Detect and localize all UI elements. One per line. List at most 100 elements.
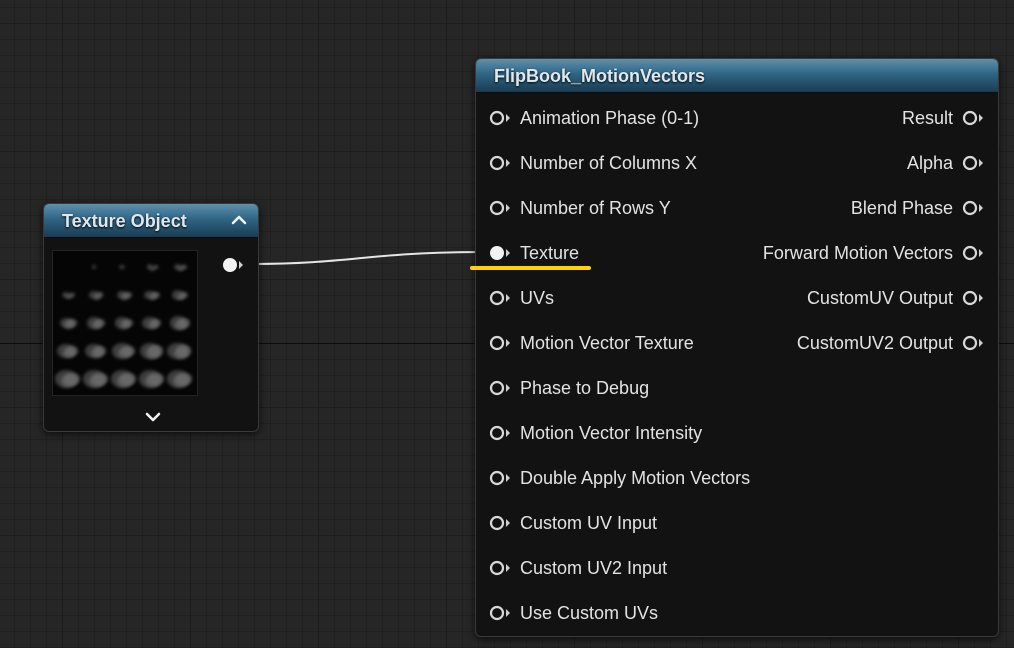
input-pin-row[interactable]: Double Apply Motion Vectors <box>489 463 789 493</box>
smoke-blob <box>96 292 104 298</box>
flipbook-frame <box>139 281 167 309</box>
smoke-blob <box>64 372 80 386</box>
output-pin-row[interactable]: Blend Phase <box>744 193 984 223</box>
texture-node-title: Texture Object <box>62 211 187 231</box>
smoke-blob <box>176 345 192 357</box>
smoke-blob <box>124 292 132 298</box>
smoke-blob <box>148 372 164 386</box>
input-pin-row[interactable]: Custom UV Input <box>489 508 789 538</box>
flipbook-node-header[interactable]: FlipBook_MotionVectors <box>476 59 998 93</box>
output-pin-label: Blend Phase <box>850 198 953 218</box>
input-pin-row[interactable]: Animation Phase (0-1) <box>489 103 789 133</box>
smoke-blob <box>92 372 108 386</box>
smoke-blob <box>153 265 159 269</box>
flipbook-frame <box>111 365 139 393</box>
input-pin-row[interactable]: Custom UV2 Input <box>489 553 789 583</box>
smoke-blob <box>148 345 164 357</box>
flipbook-frame <box>55 309 83 337</box>
flipbook-frame <box>55 337 83 365</box>
flipbook-frame <box>55 253 83 281</box>
input-pin-label: Custom UV Input <box>520 513 658 533</box>
input-pin-row[interactable]: Number of Rows Y <box>489 193 789 223</box>
highlight-underline <box>470 266 591 270</box>
texture-output-pin[interactable] <box>222 257 244 273</box>
smoke-blob <box>179 291 189 299</box>
input-pin-label: Use Custom UVs <box>520 603 659 623</box>
flipbook-frame <box>139 253 167 281</box>
flipbook-frame <box>83 253 111 281</box>
smoke-blob <box>91 265 97 269</box>
smoke-blob <box>176 372 192 386</box>
input-pin-label: Animation Phase (0-1) <box>520 108 700 128</box>
flipbook-frame <box>111 281 139 309</box>
input-pin-icon[interactable] <box>489 560 511 576</box>
smoke-blob <box>95 319 105 327</box>
input-pin-row[interactable]: Texture <box>489 238 789 268</box>
smoke-blob <box>69 292 75 298</box>
output-pin-row[interactable]: Alpha <box>744 148 984 178</box>
flipbook-frame <box>167 253 195 281</box>
texture-object-node[interactable]: Texture Object <box>43 203 259 432</box>
smoke-blob <box>150 318 162 328</box>
smoke-blob <box>178 318 190 328</box>
texture-node-header[interactable]: Texture Object <box>44 204 258 238</box>
output-pin-label: Alpha <box>906 153 953 173</box>
input-pin-label: Phase to Debug <box>520 378 650 398</box>
texture-preview <box>52 250 198 396</box>
input-pin-icon[interactable] <box>489 155 511 171</box>
flipbook-frame <box>139 309 167 337</box>
flipbook-frame <box>55 365 83 393</box>
smoke-blob <box>178 266 184 272</box>
chevron-up-icon[interactable] <box>230 211 248 229</box>
flipbook-frame <box>167 309 195 337</box>
output-pin-label: CustomUV Output <box>806 288 953 308</box>
flipbook-frame <box>111 309 139 337</box>
output-pin-icon[interactable] <box>962 110 984 126</box>
input-pin-row[interactable]: Use Custom UVs <box>489 598 789 628</box>
smoke-blob <box>66 294 72 300</box>
input-pin-icon[interactable] <box>489 110 511 126</box>
output-pin-icon[interactable] <box>962 155 984 171</box>
input-pin-icon[interactable] <box>489 515 511 531</box>
smoke-blob <box>93 345 107 357</box>
output-pin-row[interactable]: CustomUV2 Output <box>744 328 984 358</box>
input-pin-icon[interactable] <box>489 200 511 216</box>
input-pin-icon[interactable] <box>489 470 511 486</box>
flipbook-frame <box>167 337 195 365</box>
smoke-blob <box>121 345 135 357</box>
input-pin-row[interactable]: Number of Columns X <box>489 148 789 178</box>
flipbook-frame <box>167 365 195 393</box>
smoke-blob <box>67 319 77 327</box>
input-pin-icon[interactable] <box>489 290 511 306</box>
output-pin-row[interactable]: Forward Motion Vectors <box>744 238 984 268</box>
input-pin-icon[interactable] <box>489 335 511 351</box>
input-pin-row[interactable]: Motion Vector Intensity <box>489 418 789 448</box>
input-pin-row[interactable]: Phase to Debug <box>489 373 789 403</box>
input-pin-connected-icon[interactable] <box>489 245 511 261</box>
smoke-blob <box>181 264 187 270</box>
input-pin-icon[interactable] <box>489 425 511 441</box>
smoke-blob <box>174 263 182 271</box>
output-pin-row[interactable]: Result <box>744 103 984 133</box>
output-pin-icon[interactable] <box>962 245 984 261</box>
flipbook-frame <box>167 281 195 309</box>
input-pin-row[interactable]: Motion Vector Texture <box>489 328 789 358</box>
chevron-down-icon[interactable] <box>144 409 162 425</box>
smoke-blob <box>152 291 160 299</box>
output-pin-row[interactable]: CustomUV Output <box>744 283 984 313</box>
output-pin-icon[interactable] <box>962 200 984 216</box>
input-pin-label: UVs <box>520 288 555 308</box>
input-pin-icon[interactable] <box>489 380 511 396</box>
input-pin-row[interactable]: UVs <box>489 283 789 313</box>
smoke-blob <box>122 318 134 328</box>
flipbook-frame <box>83 281 111 309</box>
flipbook-frame <box>83 309 111 337</box>
flipbook-frame <box>111 337 139 365</box>
smoke-blob <box>119 264 125 270</box>
flipbook-motionvectors-node[interactable]: FlipBook_MotionVectors Animation Phase (… <box>475 58 999 637</box>
input-pin-icon[interactable] <box>489 605 511 621</box>
output-pin-icon[interactable] <box>962 335 984 351</box>
flipbook-frame <box>139 365 167 393</box>
output-pin-icon[interactable] <box>962 290 984 306</box>
flipbook-frame <box>83 365 111 393</box>
